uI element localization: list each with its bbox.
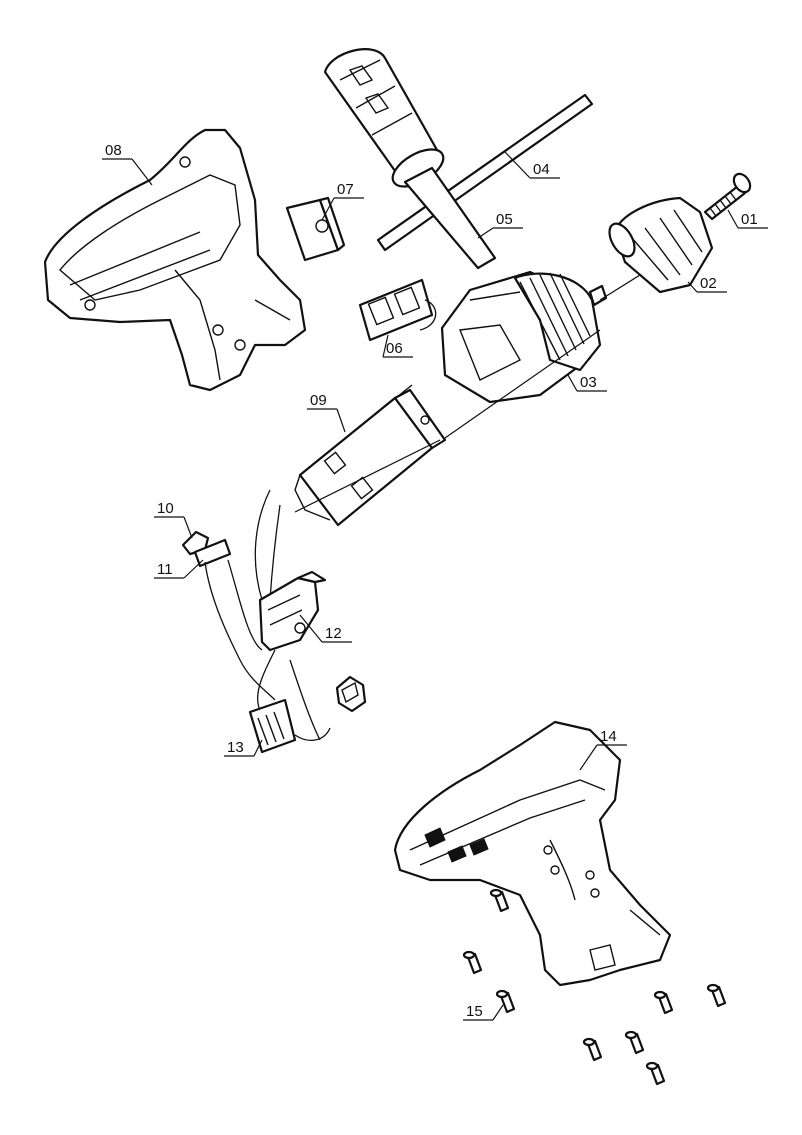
part-08-housing-left	[43, 128, 307, 392]
part-12-switch	[258, 570, 327, 652]
label-03: 03	[580, 374, 597, 391]
label-02: 02	[700, 275, 717, 292]
label-08: 08	[105, 142, 122, 159]
part-05-bit-holder	[323, 48, 497, 270]
label-11: 11	[157, 561, 173, 578]
part-labels: 01 02 03 04 05 06 07 08 09 10 11 12 13 1…	[105, 142, 758, 1020]
part-07-cap	[285, 196, 346, 262]
label-09: 09	[310, 392, 327, 409]
screw-h	[645, 1061, 666, 1086]
assembly-axis	[294, 274, 641, 513]
screw-c	[495, 989, 516, 1014]
part-01-screw	[703, 172, 752, 221]
label-14: 14	[600, 728, 617, 745]
part-06-slider	[358, 278, 437, 342]
screw-a	[489, 888, 510, 913]
part-15-screws	[462, 888, 727, 1086]
leader-lines	[102, 151, 768, 1021]
label-01: 01	[741, 211, 758, 228]
screw-e	[706, 983, 727, 1008]
label-07: 07	[337, 181, 354, 198]
screw-d	[653, 990, 674, 1015]
wiring	[204, 489, 321, 741]
screw-g	[624, 1030, 645, 1055]
label-15: 15	[466, 1003, 483, 1020]
part-02-chuck	[608, 196, 714, 294]
label-05: 05	[496, 211, 513, 228]
screw-f	[582, 1037, 603, 1062]
part-11-terminal	[193, 538, 232, 568]
label-04: 04	[533, 161, 550, 178]
label-10: 10	[157, 500, 174, 517]
label-12: 12	[325, 625, 342, 642]
label-06: 06	[386, 340, 403, 357]
part-14-housing-right	[393, 720, 672, 987]
hex-nut	[335, 675, 367, 713]
label-13: 13	[227, 739, 244, 756]
screw-b	[462, 950, 483, 975]
part-13-battery-terminal	[248, 698, 331, 754]
part-03-gearbox	[440, 270, 608, 404]
